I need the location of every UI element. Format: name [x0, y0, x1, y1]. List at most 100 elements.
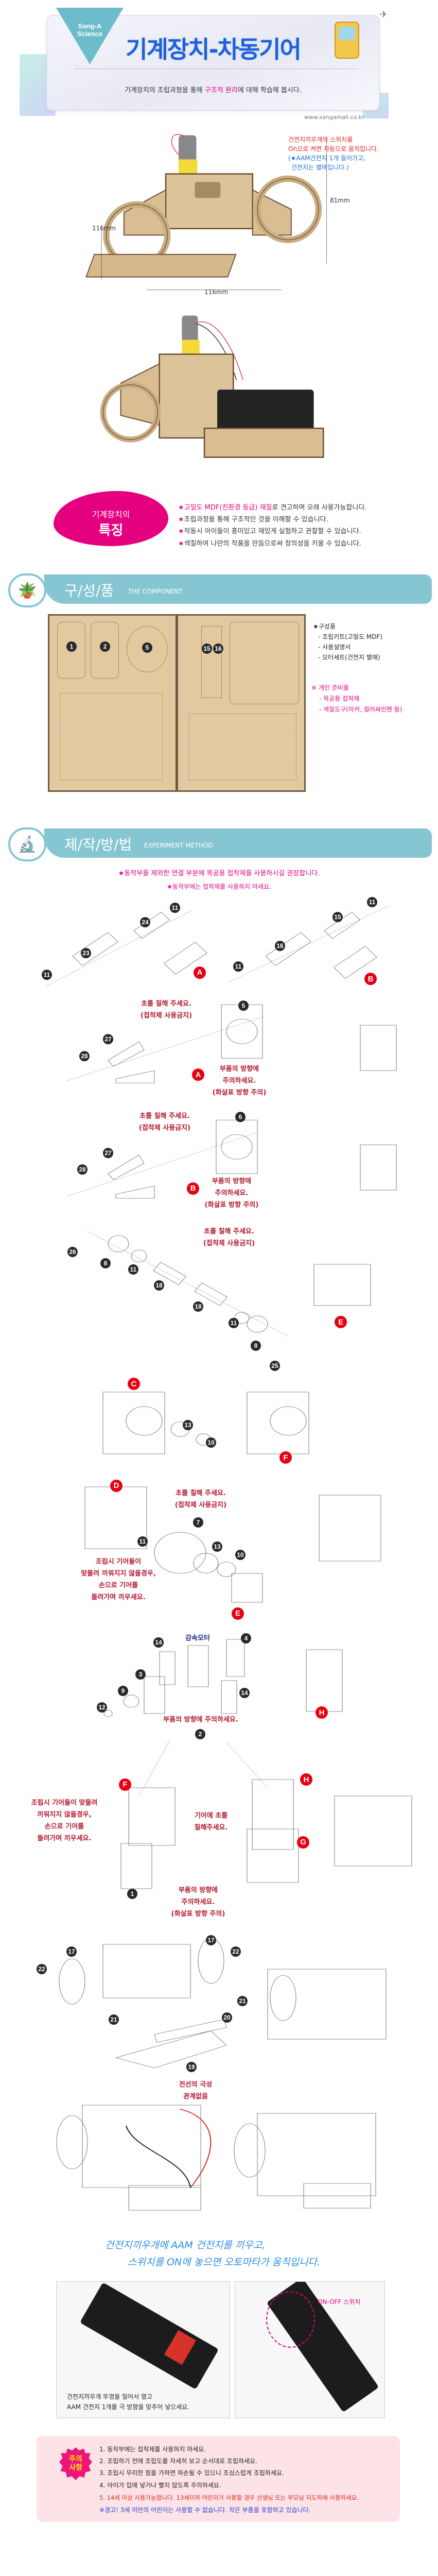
plant-pot-icon: 🪴: [8, 573, 46, 607]
caution-item: 2. 조립하기 전에 조립도를 자세히 보고 순서대로 조립하세요.: [99, 2458, 257, 2465]
glue-warning: ★동작부에는 접착제를 사용하지 마세요.: [167, 883, 271, 890]
caution-item: 1. 동작부에는 접착제를 사용하지 마세요.: [99, 2446, 206, 2453]
feature-item: ★고밀도 MDF(친환경 등급) 재질로 견고하며 오래 사용가능합니다.: [178, 504, 367, 512]
battery-instruction-line2: 스위치를 ON에 놓으면 오토마타가 움직입니다.: [128, 2257, 321, 2268]
callout-line: (접착제 사용금지): [203, 1240, 255, 1247]
step-badge: B: [364, 973, 377, 986]
step-f-g-h-body: [120, 1740, 412, 1889]
part-number-label: 10: [206, 1437, 216, 1448]
step-badge: H: [300, 1773, 312, 1786]
part-number: 5: [142, 642, 152, 653]
callout-line: 감속모터: [185, 1634, 210, 1642]
part-number-label: 11: [137, 1536, 148, 1547]
caution-item: 4. 아이가 입에 넣거나 빨지 않도록 주의하세요.: [99, 2482, 221, 2489]
paper-plane-icon: ✈: [380, 9, 388, 20]
section-subtitle: EXPERIMENT METHOD: [144, 842, 213, 849]
page-title: 기계장치-차동기어: [125, 35, 302, 64]
caution-item: 3. 조립시 무리한 힘을 가하면 파손될 수 있으니 조심스럽게 조립하세요.: [99, 2469, 284, 2477]
callout-line: 돌려가며 끼우세요.: [37, 1835, 92, 1842]
part-number: 16: [213, 643, 223, 654]
dimension-height: 81mm: [330, 197, 350, 204]
part-number-label: 6: [235, 1112, 246, 1123]
callout-line: 초를 칠해 주세요.: [139, 1112, 190, 1120]
component-sheet-left: 1 2 5: [48, 614, 177, 792]
callout-line: 주의하세요.: [215, 1189, 249, 1197]
callout-line: (접착제 사용금지): [174, 1501, 227, 1509]
part-number: 1: [66, 641, 77, 652]
step-badge: E: [232, 1607, 244, 1620]
step-badge: A: [194, 966, 206, 979]
components-header: 🪴 구/성/품 THE COMPONENT: [8, 573, 432, 607]
part-number-label: 21: [109, 2014, 119, 2025]
step-wheels-base: [59, 1938, 387, 2069]
subtitle: 기계장치의 조립과정을 통해 구조적 원리에 대해 학습해 봅시다.: [124, 87, 302, 94]
part-number-label: 20: [222, 2012, 232, 2023]
step-e-gear-train: [87, 1231, 371, 1337]
step-badge: A: [192, 1069, 204, 1081]
part-number-label: 25: [270, 1360, 280, 1371]
assembly-callout: 초를 칠해 주세요.(접착제 사용금지): [139, 1110, 190, 1134]
step-badge: C: [128, 1378, 140, 1390]
dimension-depth: 116mm: [92, 225, 116, 232]
callout-line: 부품의 방향에: [212, 1177, 252, 1185]
part-number-label: 4: [241, 1633, 251, 1644]
section-subtitle: THE COMPONENT: [128, 588, 183, 595]
callout-line: 주의하세요.: [181, 1898, 215, 1906]
part-number-label: 28: [79, 1051, 90, 1061]
part-number-label: 16: [275, 941, 285, 952]
part-number-label: 21: [237, 1995, 248, 2006]
callout-line: 부품의 방향에: [219, 1065, 259, 1073]
assembly-callout: 부품의 방향에 주의하세요.: [163, 1714, 238, 1726]
callout-line: (화살표 방향 주의): [171, 1910, 225, 1918]
product-photo-bottom: [100, 315, 324, 458]
part-number-label: 11: [229, 1317, 239, 1328]
callout-line: 초를 칠해 주세요.: [176, 1489, 226, 1497]
part-number-label: 22: [231, 1946, 241, 1957]
step-d-e-gears: [84, 1486, 381, 1603]
callout-line: 초를 칠해 주세요.: [204, 1228, 254, 1235]
section-title: 구/성/품: [64, 582, 114, 599]
personal-supplies: ※ 개인 준비물 - 목공용 접착제 - 색칠도구(마커, 컬러싸인펜 등): [311, 684, 402, 713]
assembly-callout: 초를 칠해 주세요. (접착제 사용금지): [203, 1226, 255, 1249]
website-url: www.sangamall.co.kr: [304, 114, 364, 121]
part-number-label: 2: [195, 1729, 205, 1739]
part-number-label: 17: [66, 1946, 77, 1957]
part-number-label: 19: [186, 2061, 197, 2072]
part-number: 2: [100, 641, 110, 652]
part-number-label: 11: [233, 961, 243, 972]
callout-line: 부품의 방향에 주의하세요.: [163, 1716, 238, 1724]
part-number-label: 7: [193, 1517, 203, 1528]
part-number-label: 18: [193, 1301, 203, 1312]
part-number-label: 10: [235, 1550, 246, 1560]
part-number-label: 12: [97, 1702, 107, 1713]
part-number-label: 26: [67, 1247, 78, 1257]
part-number-label: 3: [135, 1669, 146, 1680]
callout-line: 전선의 극성: [179, 2081, 213, 2089]
part-number-label: 1: [127, 1888, 137, 1899]
part-number-label: 9: [118, 1686, 128, 1696]
assembly-callout: 초를 칠해 주세요. (접착제 사용금지): [175, 1487, 226, 1511]
component-list: ★구성품 - 조립키트(고밀도 MDF) - 사용설명서 - 모터세트(건전지 …: [313, 623, 383, 661]
part-number-label: 23: [81, 948, 91, 958]
part-number-label: 8: [251, 1340, 261, 1351]
callout-line: (화살표 방향 주의): [204, 1201, 259, 1209]
callout-line: (접착제 사용금지): [140, 1012, 192, 1020]
section-title: 제/작/방/법: [64, 836, 132, 853]
part-number-label: 11: [170, 903, 180, 913]
callout-line: 손으로 기어를: [44, 1823, 84, 1831]
microscope-icon: 🔬: [8, 827, 46, 861]
step-badge: H: [316, 1706, 328, 1719]
callout-line: 끼워지지 않을경우,: [37, 1811, 92, 1819]
part-number-label: 22: [37, 1964, 47, 1974]
method-header: 🔬 제/작/방/법 EXPERIMENT METHOD: [8, 827, 432, 861]
